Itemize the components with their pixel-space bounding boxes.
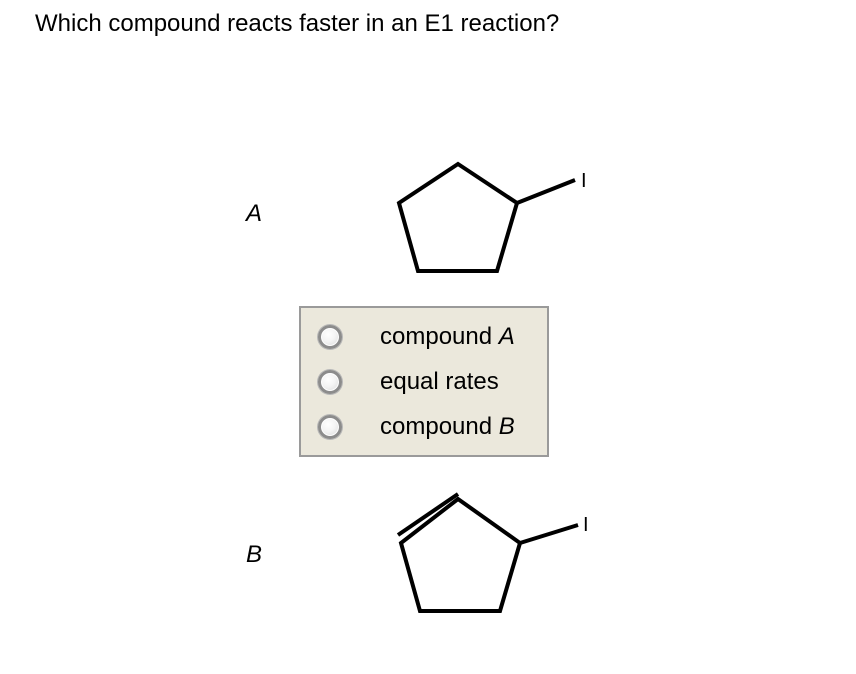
iodine-atom: I (583, 514, 589, 536)
c-i-bond (516, 178, 576, 205)
radio-button[interactable] (318, 325, 342, 349)
choice-label: equal rates (380, 368, 499, 395)
c-i-bond (519, 523, 579, 545)
radio-button[interactable] (318, 370, 342, 394)
choice-label: compound A (380, 323, 515, 350)
radio-button[interactable] (318, 415, 342, 439)
cyclopentene-ring (398, 496, 523, 613)
choice-label: compound B (380, 413, 515, 440)
double-bond-line (396, 492, 460, 537)
iodine-atom: I (581, 170, 587, 192)
choice-equal-rates[interactable]: equal rates (301, 365, 547, 405)
compound-b-label: B (246, 541, 263, 568)
choice-compound-b[interactable]: compound B (301, 410, 547, 450)
choice-compound-a[interactable]: compound A (301, 320, 547, 360)
compound-b-structure: I (396, 492, 589, 613)
compound-a-structure: I (396, 161, 587, 273)
answer-choices: compound A equal rates compound B (299, 306, 549, 457)
cyclopentane-ring (396, 161, 520, 273)
question-text: Which compound reacts faster in an E1 re… (35, 10, 560, 37)
compound-a-label: A (246, 200, 263, 227)
